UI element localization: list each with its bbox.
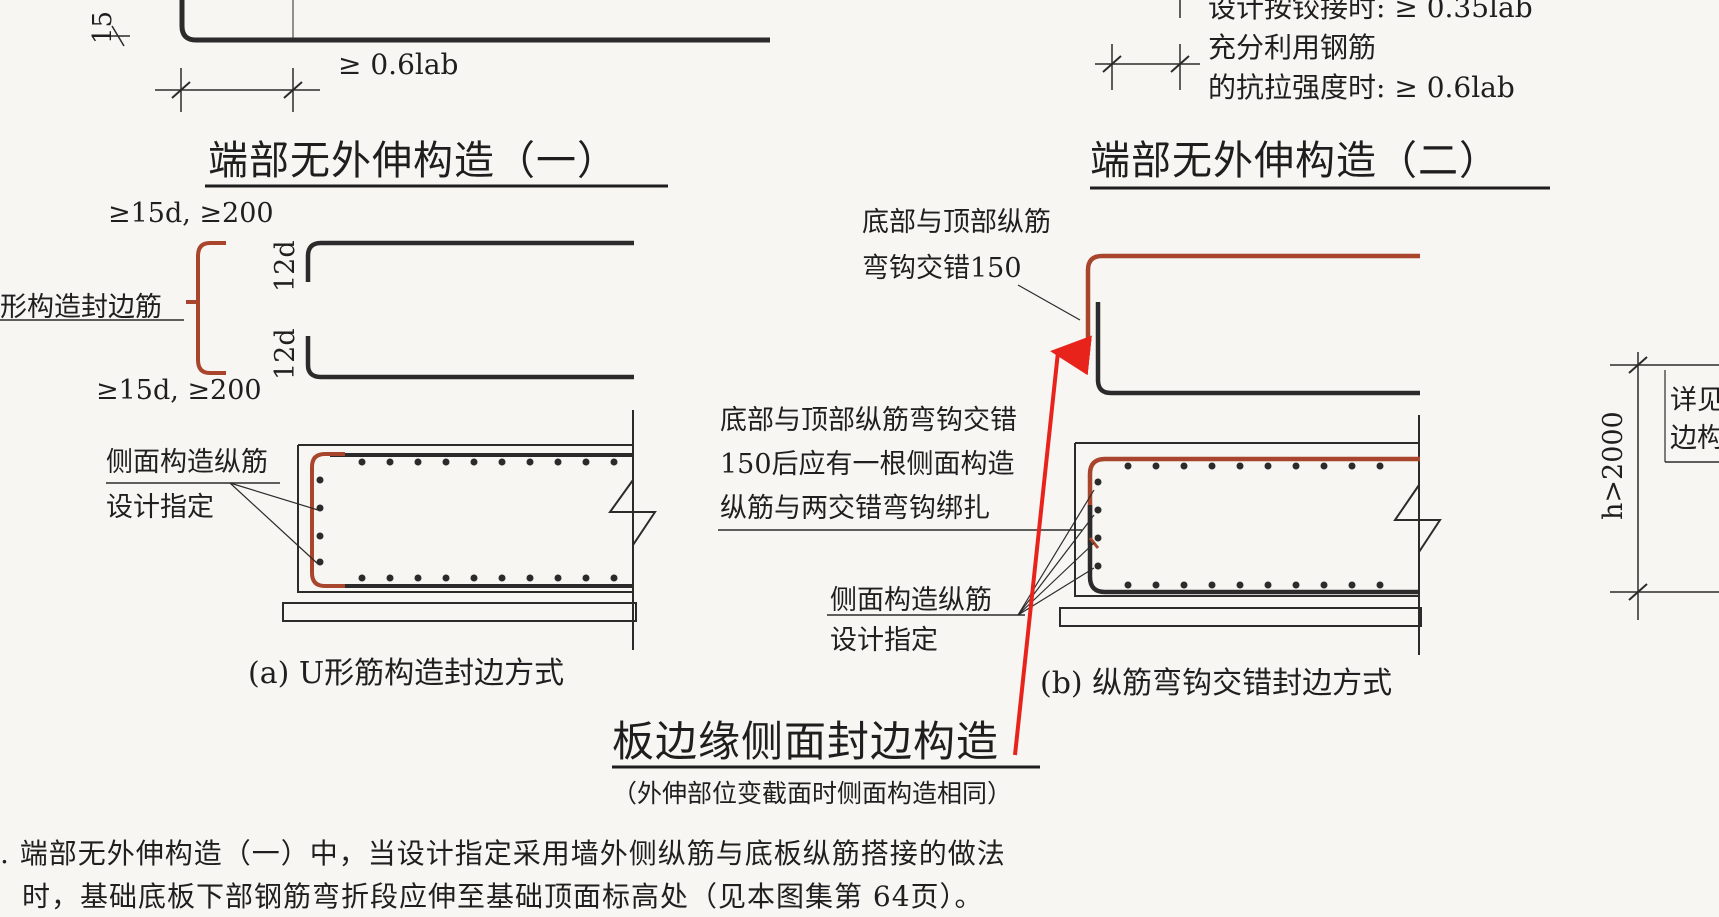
diagram-b	[718, 253, 1442, 655]
slab-a-foot	[282, 602, 637, 622]
diagram-b-note-3: 纵筋与两交错弯钩绑扎	[720, 493, 990, 524]
diagram-a-u-bar-label: 形构造封边筋	[0, 292, 162, 323]
right-h-label: h>2000	[1598, 411, 1629, 520]
rebar-dots-a	[316, 458, 618, 582]
u-bar-bracket	[186, 241, 226, 375]
diagram-a-side-label-2: 设计指定	[106, 492, 214, 523]
top-hook-bar	[305, 240, 634, 282]
top-left-partial-drawing	[95, 0, 770, 112]
diagram-a-hook-bottom: 12d	[270, 328, 301, 380]
diagram-b-caption: (b) 纵筋弯钩交错封边方式	[1040, 666, 1393, 701]
break-line-a	[608, 479, 657, 546]
diagram-b-hook-label-1: 底部与顶部纵筋	[862, 207, 1051, 238]
break-line-b	[1393, 484, 1442, 553]
diagram-a-caption: (a) U形筋构造封边方式	[248, 656, 565, 691]
top-right-partial-dims	[1095, 0, 1200, 90]
heading-main-sub: （外伸部位变截面时侧面构造相同）	[612, 779, 1013, 808]
heading-right: 端部无外伸构造（二）	[1090, 138, 1500, 184]
top-left-dim-06lab: ≥ 0.6lab	[338, 48, 459, 81]
diagram-b-note-2: 150后应有一根侧面构造	[720, 449, 1015, 480]
diagram-b-side-label-2: 设计指定	[830, 625, 938, 656]
right-detail-2: 边构	[1670, 423, 1719, 454]
diagram-b-side-label-1: 侧面构造纵筋	[830, 585, 992, 616]
diagram-a-top-dim: ≥15d, ≥200	[108, 198, 274, 229]
top-right-dim-line3: 的抗拉强度时: ≥ 0.6lab	[1208, 71, 1515, 104]
top-right-dim-line1: 设计按铰接时: ≥ 0.35lab	[1208, 0, 1533, 24]
diagram-a-hook-top: 12d	[270, 240, 301, 292]
bottom-hook-bar-b	[1095, 302, 1420, 396]
top-left-dim-15: 15	[88, 10, 118, 44]
diagram-a-side-label-1: 侧面构造纵筋	[106, 447, 268, 478]
section-a-outline	[297, 444, 634, 593]
footnote-line-1: . 端部无外伸构造（一）中，当设计指定采用墙外侧纵筋与底板纵筋搭接的做法	[0, 837, 1006, 870]
rebar-dots-b	[1094, 462, 1384, 589]
u-bar-section	[310, 452, 345, 588]
heading-main: 板边缘侧面封边构造	[612, 717, 1000, 766]
top-hook-bar-b	[1085, 253, 1420, 345]
bottom-hook-bar	[305, 336, 634, 380]
right-partial-dims	[1610, 352, 1719, 620]
top-right-dim-line2: 充分利用钢筋	[1208, 31, 1377, 64]
diagram-a-bottom-dim: ≥15d, ≥200	[96, 375, 262, 406]
section-b-outline	[1074, 442, 1420, 597]
right-detail-1: 详见	[1670, 385, 1719, 416]
diagram-a	[0, 240, 657, 650]
footnote-line-2: 时，基础底板下部钢筋弯折段应伸至基础顶面标高处（见本图集第 64页）。	[22, 880, 984, 913]
diagram-b-hook-label-2: 弯钩交错150	[862, 253, 1022, 284]
red-annotation-arrow	[1013, 335, 1092, 756]
diagram-b-note-1: 底部与顶部纵筋弯钩交错	[720, 405, 1017, 436]
heading-left: 端部无外伸构造（一）	[208, 138, 618, 184]
slab-b-foot	[1059, 607, 1422, 627]
